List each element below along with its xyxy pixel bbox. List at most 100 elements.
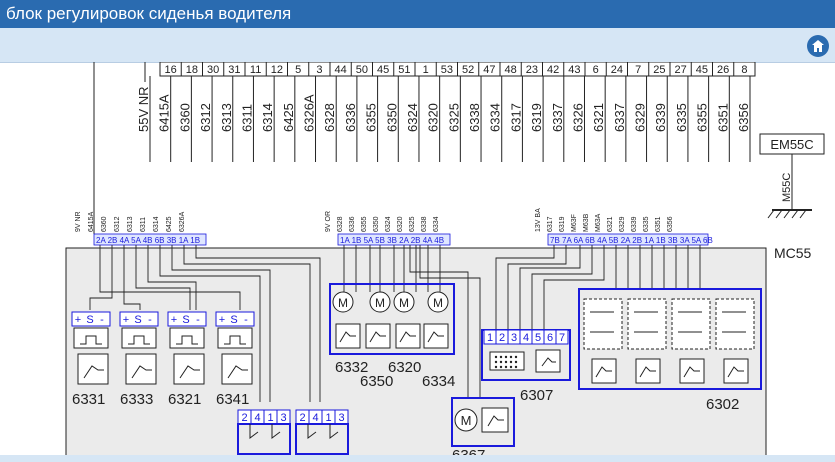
wire-label: 6415A — [157, 94, 172, 132]
wire-label: 6337 — [550, 103, 565, 132]
wire-label: 6360 — [177, 103, 192, 132]
component-6307: 6307 — [520, 387, 553, 404]
switch-terminal-label: - — [148, 314, 152, 326]
relay-icon — [671, 298, 711, 350]
seat-icon — [639, 366, 656, 378]
top-pin: 43 — [568, 64, 580, 76]
switch-module-6341: +S-6341 — [215, 311, 255, 408]
group-wire-label: 6329 — [619, 216, 626, 232]
component-6367: 6367 — [452, 447, 485, 455]
group-wire-label: 6355 — [361, 216, 368, 232]
group-wire-label: 6319 — [559, 216, 566, 232]
left-group-connector: 2A 2B 4A 5A 4B 6B 3B 1A 1B — [93, 233, 207, 246]
seat-icon — [683, 366, 700, 378]
group-wire-label: 6312 — [114, 216, 121, 232]
group-wire-label: 6350 — [373, 216, 380, 232]
top-pin: 23 — [526, 64, 538, 76]
wire-label: 6336 — [343, 103, 358, 132]
component-6350: 6350 — [360, 373, 393, 390]
top-pin: 45 — [377, 64, 389, 76]
component-6341: 6341 — [216, 391, 249, 408]
group-wire-label: 6334 — [433, 216, 440, 232]
switch-pin: 2 — [241, 412, 247, 424]
component-6334: 6334 — [422, 373, 455, 390]
top-pin: 27 — [675, 64, 687, 76]
group-wire-label: M63B — [583, 213, 590, 232]
switch-pin: 3 — [280, 412, 286, 424]
switch-icon — [176, 335, 198, 345]
switch-module-6333: +S-6333 — [119, 311, 159, 408]
group-wire-label: 6338 — [421, 216, 428, 232]
group-wire-label: 6351 — [655, 216, 662, 232]
switch-terminal-label: + — [171, 314, 177, 326]
component-6302: 6302 — [706, 396, 739, 413]
group-wire-label: 9V NR — [75, 211, 82, 232]
wire-label: 6312 — [198, 103, 213, 132]
group-wire-label: 6336 — [349, 216, 356, 232]
group-wire-label: 6356 — [667, 216, 674, 232]
mc55-label: MC55 — [774, 245, 812, 261]
top-pin: 24 — [611, 64, 623, 76]
module-6367: M — [451, 397, 515, 447]
switch-terminal-label: S — [86, 314, 93, 326]
group-wire-label: 6335 — [643, 216, 650, 232]
top-pin: 7 — [635, 64, 641, 76]
seat-icon — [541, 357, 556, 367]
switch-module-6321: +S-6321 — [167, 311, 207, 408]
motor-letter: M — [433, 296, 443, 310]
wire-label: 6329 — [633, 103, 648, 132]
module-6302 — [578, 288, 762, 390]
top-pin: 30 — [207, 64, 219, 76]
group-wire-label: M63A — [595, 213, 602, 232]
switch-terminal-label: S — [230, 314, 237, 326]
group-wire-label: 6326A — [179, 211, 186, 232]
em55c-label: EM55C — [770, 137, 813, 152]
ground-label: M55C — [781, 173, 793, 202]
top-pin: 11 — [250, 64, 261, 76]
seat-icon — [595, 366, 612, 378]
top-pin: 42 — [547, 64, 559, 76]
seat-icon — [427, 331, 444, 343]
switch-pin: 3 — [338, 412, 344, 424]
component-6333: 6333 — [120, 391, 153, 408]
home-button[interactable] — [807, 35, 829, 57]
mid-group-pins: 1A 1B 5A 5B 3B 2A 2B 4A 4B — [340, 236, 444, 245]
ground-icon — [767, 209, 812, 219]
group-wire-label: 6415A — [88, 211, 95, 232]
switch-icon — [224, 335, 246, 345]
wire-label: 6337 — [612, 103, 627, 132]
switch-terminal-label: S — [134, 314, 141, 326]
relay-icon — [627, 298, 667, 350]
switch-pin: 1 — [267, 412, 273, 424]
toolbar — [0, 28, 835, 63]
top-pin: 44 — [335, 64, 347, 76]
switch-pin: 2 — [299, 412, 305, 424]
top-pin: 47 — [483, 64, 495, 76]
module-pin: 2 — [499, 332, 505, 344]
keypad-icon — [494, 355, 518, 369]
switch-terminal-label: - — [100, 314, 104, 326]
seat-icon — [399, 331, 416, 343]
right-group-pins: 7B 7A 6A 6B 4A 5B 2A 2B 1A 1B 3B 3A 5A 6… — [550, 236, 713, 245]
component-6332: 6332 — [335, 359, 368, 376]
top-pin: 26 — [717, 64, 729, 76]
switch-terminal-label: - — [196, 314, 200, 326]
top-pin: 3 — [316, 64, 322, 76]
module-pin: 3 — [511, 332, 517, 344]
top-pin: 45 — [696, 64, 708, 76]
top-pin: 5 — [295, 64, 301, 76]
group-wire-label: 6311 — [140, 217, 147, 232]
module-pin: 1 — [487, 332, 493, 344]
top-pin: 12 — [271, 64, 283, 76]
top-pin: 50 — [356, 64, 368, 76]
switch-module-6331: +S-6331 — [71, 311, 111, 408]
switch-terminal-label: + — [219, 314, 225, 326]
home-icon — [812, 40, 824, 52]
top-pin: 25 — [653, 64, 665, 76]
left-group-pins: 2A 2B 4A 5A 4B 6B 3B 1A 1B — [96, 236, 200, 245]
wire-label: 6339 — [653, 103, 668, 132]
